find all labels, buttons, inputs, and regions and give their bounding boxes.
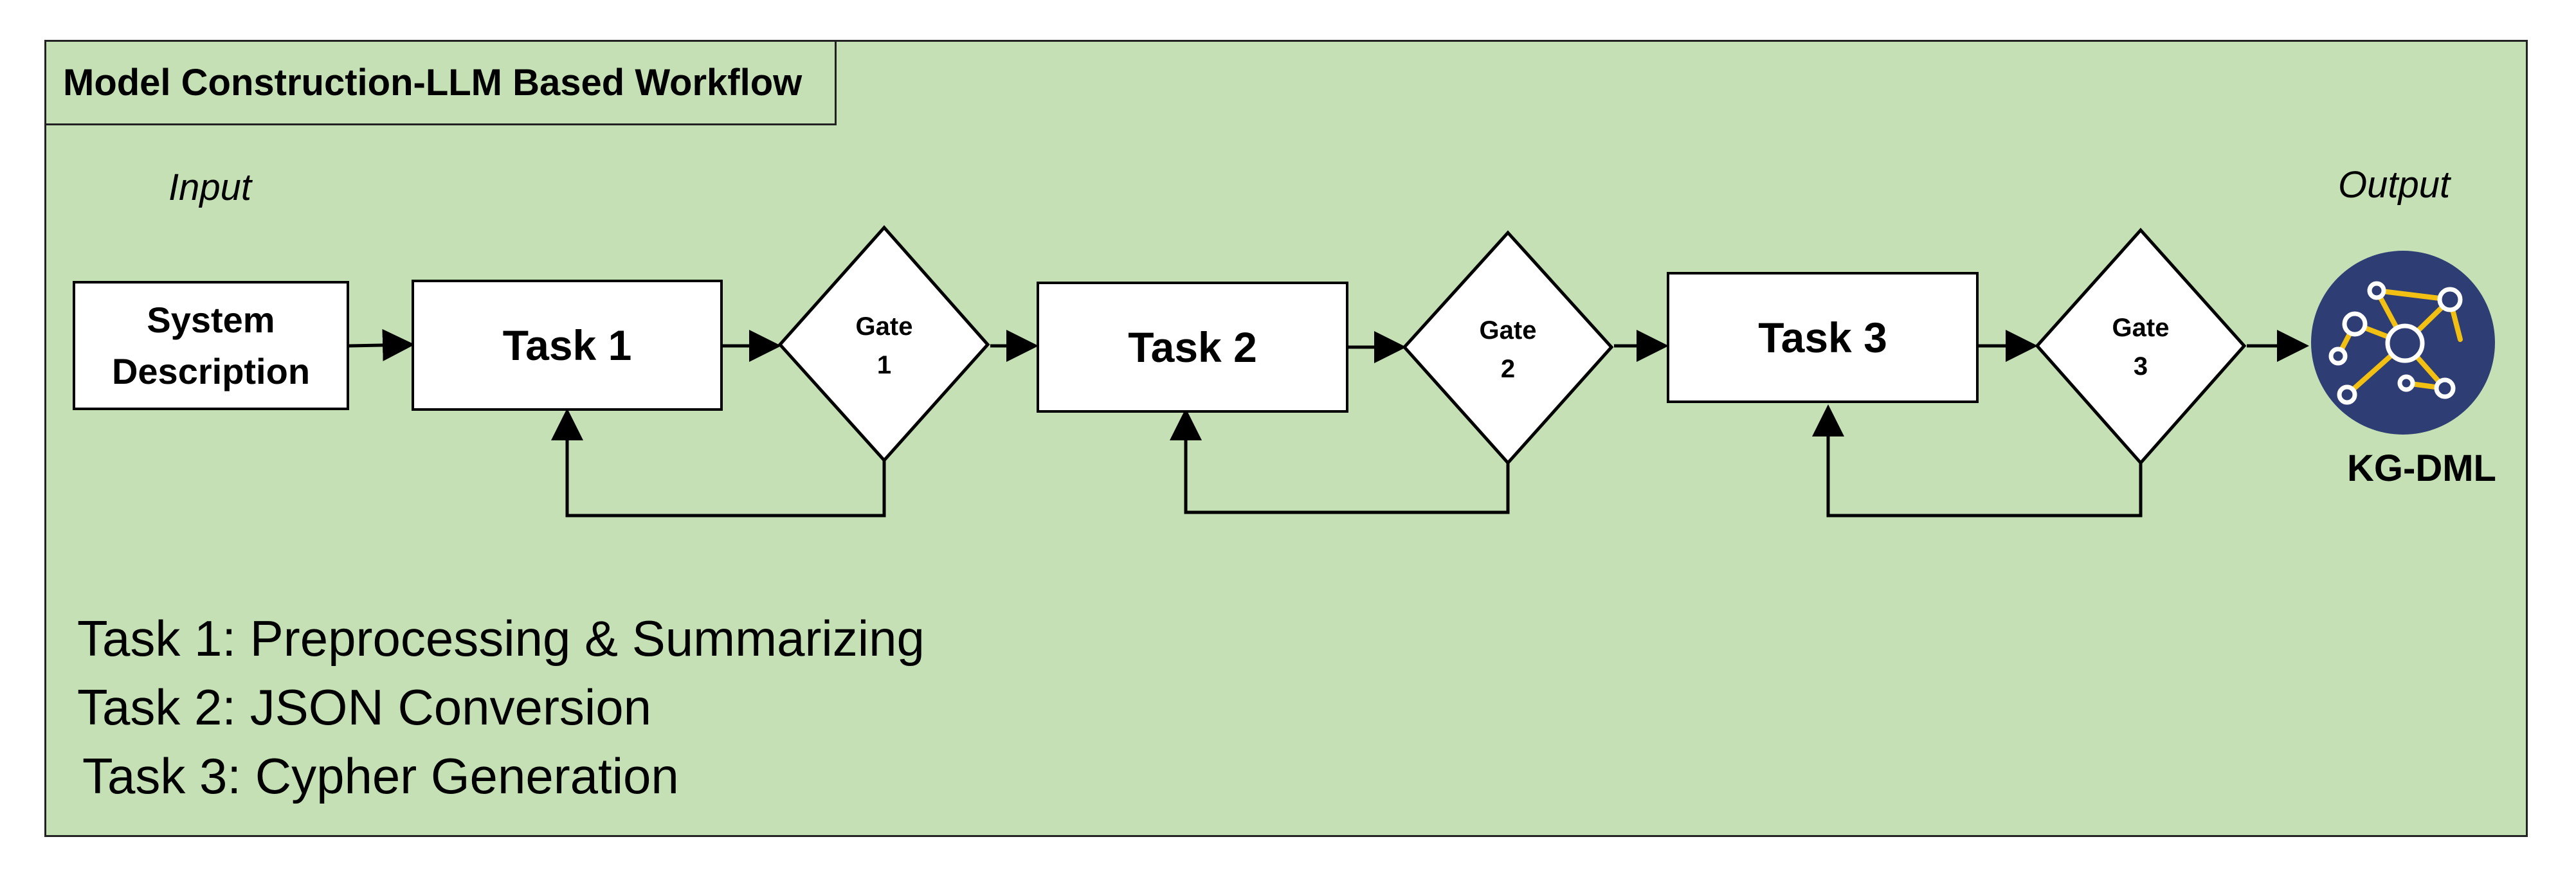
kg-dml-label: KG-DML [2347,447,2496,489]
gate-3-label: Gate 3 [2076,309,2205,386]
gate-3-line2: 3 [2133,352,2148,381]
gate-3-diamond [2035,228,2247,465]
task-1-label: Task 1 [502,321,632,369]
input-label: Input [168,166,251,208]
knowledge-graph-icon [2311,251,2495,435]
system-description-line1: System [147,299,275,340]
diagram-title-text: Model Construction-LLM Based Workflow [63,62,803,104]
diagram-title: Model Construction-LLM Based Workflow [44,40,837,125]
legend-task-3: Task 3: Cypher Generation [82,748,679,804]
system-description-box: System Description [73,281,349,410]
gate-3-line1: Gate [2112,314,2170,342]
gate-2-line2: 2 [1500,355,1516,383]
gate-2-label: Gate 2 [1444,311,1572,388]
legend-task-2: Task 2: JSON Conversion [77,679,652,735]
arrow-sysdesc-to-task1 [349,328,415,361]
legend-task-1: Task 1: Preprocessing & Summarizing [77,610,925,667]
feedback-gate1-to-task1 [551,408,886,518]
task-1-box: Task 1 [412,280,723,411]
gate-1-diamond [777,225,990,463]
task-2-label: Task 2 [1128,323,1257,371]
feedback-gate3-to-task3 [1812,404,2143,518]
task-3-box: Task 3 [1667,272,1979,403]
task-3-label: Task 3 [1758,314,1887,361]
gate-1-line1: Gate [855,312,913,341]
output-label: Output [2338,164,2451,206]
gate-1-line2: 1 [876,351,892,379]
gate-1-label: Gate 1 [820,307,948,384]
gate-2-diamond [1402,230,1614,465]
task-2-box: Task 2 [1037,282,1348,413]
gate-2-line1: Gate [1479,316,1537,345]
system-description-line2: Description [111,350,311,392]
feedback-gate2-to-task2 [1170,408,1510,514]
workflow-panel [44,40,2528,837]
